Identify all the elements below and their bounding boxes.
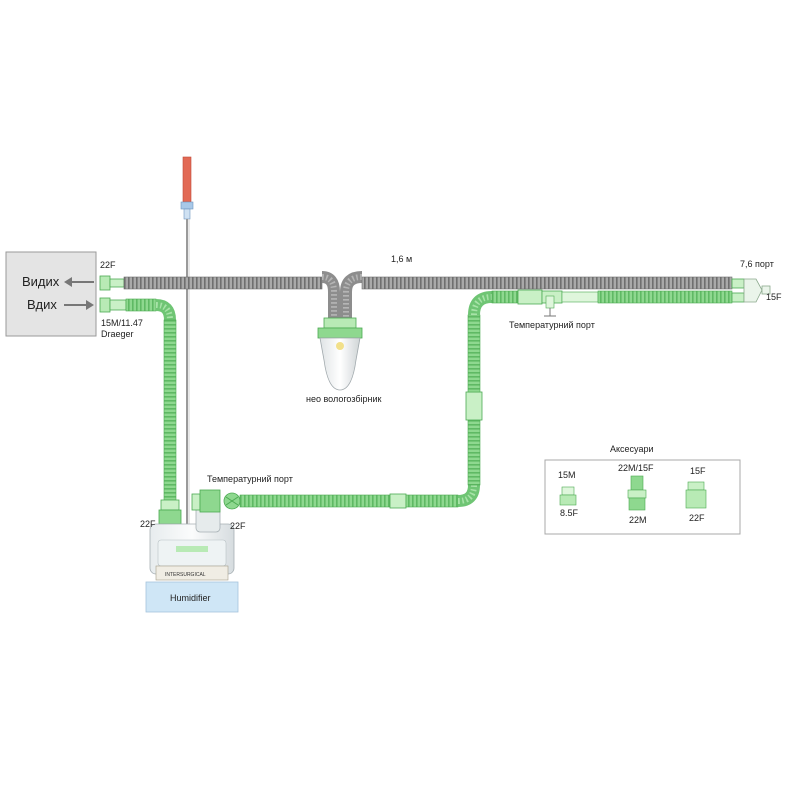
humidifier-brand: INTERSURGICAL bbox=[165, 572, 206, 578]
accessory-adapter-1 bbox=[559, 486, 577, 506]
accessory-1-top: 15M bbox=[558, 470, 576, 480]
temp-port-bottom-label: Температурний порт bbox=[207, 474, 293, 484]
temperature-port-patient bbox=[544, 295, 556, 317]
inspiratory-tube-heated bbox=[191, 289, 745, 513]
humidifier-left-connector-label: 22F bbox=[140, 519, 156, 529]
inhale-arrow-icon bbox=[64, 300, 94, 310]
temp-port-top-label: Температурний порт bbox=[509, 320, 595, 330]
accessory-1-bottom: 8.5F bbox=[560, 508, 579, 518]
patient-y-piece bbox=[743, 278, 771, 303]
connector-bottom-left-label-2: Draeger bbox=[101, 329, 134, 339]
accessory-3-bottom: 22F bbox=[689, 513, 705, 523]
accessory-adapter-2 bbox=[627, 475, 647, 511]
humidifier-label: Humidifier bbox=[170, 593, 211, 603]
accessory-2-top: 22M/15F bbox=[618, 463, 654, 473]
connector-top-left-label: 22F bbox=[100, 260, 116, 270]
humidifier-base bbox=[145, 581, 239, 613]
patient-bottom-label: 15F bbox=[766, 292, 782, 302]
accessories-title: Аксесуари bbox=[610, 444, 653, 454]
ventilator-box bbox=[5, 251, 97, 337]
temperature-probe bbox=[180, 156, 194, 540]
exhale-label: Видих bbox=[22, 274, 60, 289]
water-trap bbox=[317, 317, 363, 391]
water-trap-label: нео вологозбірник bbox=[306, 394, 381, 404]
accessory-2-bottom: 22M bbox=[629, 515, 647, 525]
expiratory-length-label: 1,6 м bbox=[391, 254, 412, 264]
humidifier-right-connector-label: 22F bbox=[230, 521, 246, 531]
accessory-adapter-3 bbox=[685, 481, 707, 509]
inspiratory-tube-dry bbox=[99, 297, 182, 525]
expiratory-tube bbox=[99, 271, 745, 320]
exhale-arrow-icon bbox=[64, 277, 94, 287]
connector-bottom-left-label-1: 15M/11.47 bbox=[101, 318, 143, 328]
proximal-port-label: 7,6 порт bbox=[740, 259, 774, 269]
inhale-label: Вдих bbox=[27, 297, 57, 312]
accessory-3-top: 15F bbox=[690, 466, 706, 476]
